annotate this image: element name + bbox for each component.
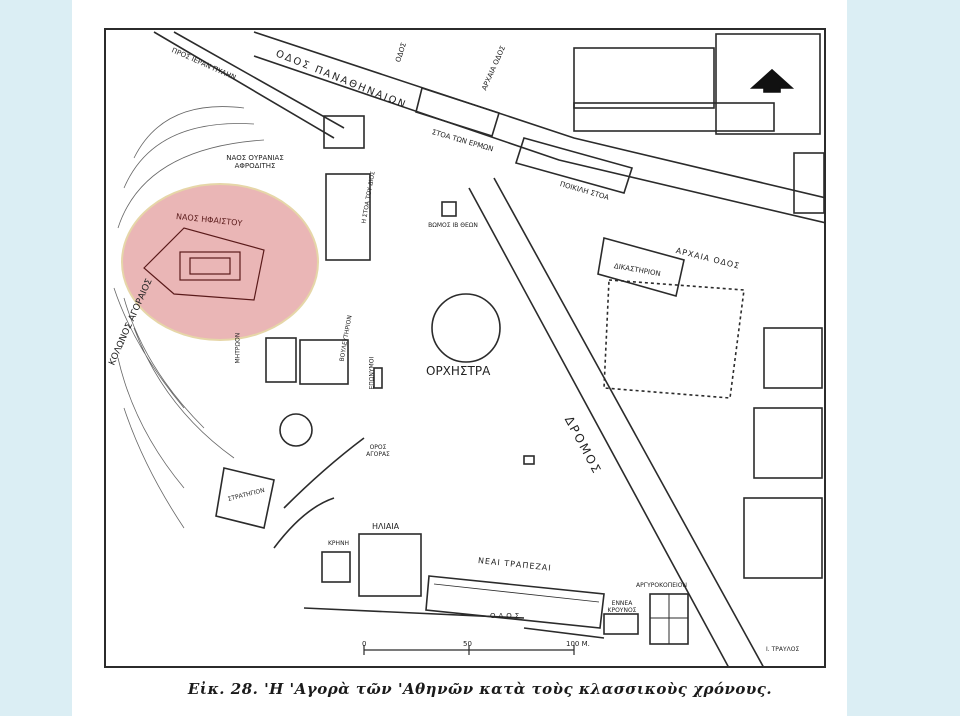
dromos-road-east (493, 177, 765, 668)
hephaisteion-cella (189, 257, 231, 275)
road-southwest (273, 437, 365, 549)
fountain-house-sw (321, 551, 351, 583)
hephaisteion-highlight (121, 183, 319, 341)
block-ne-2 (573, 47, 715, 109)
dikasterion (597, 236, 685, 297)
label-krini: ΚΡΗΝΗ (328, 540, 350, 547)
argyrokopeion-grid (650, 594, 688, 644)
heliaia (358, 533, 422, 597)
block-east-1 (573, 102, 775, 132)
neai-trapezai-stalls (433, 583, 600, 603)
dikasterion-enclosure (603, 279, 745, 399)
metroon (265, 337, 297, 383)
label-argyrokopeion: ΑΡΓΥΡΟΚΟΠΕΙΟΝ (636, 582, 688, 589)
block-east-3 (763, 327, 823, 389)
tholos (279, 413, 313, 447)
road-south (303, 607, 605, 639)
strategeion (215, 467, 275, 529)
label-odos-bottom: ΟΔΟΣ (490, 612, 523, 620)
hill-contours (113, 106, 265, 529)
panathenaic-way-edge-south (253, 55, 826, 224)
block-east-2 (793, 152, 825, 214)
label-vomos-ib-theon: ΒΩΜΟΣ ΙΒ ΘΕΩΝ (428, 222, 478, 229)
enneakrounos (603, 613, 639, 635)
panathenaic-way-edge-north (253, 31, 826, 199)
label-enneakrounos: ΕΝΝΕΑ ΚΡΟΥΝΟΣ (607, 600, 637, 614)
stoa-of-zeus (325, 173, 371, 261)
label-naos-ouranias-afroditis: ΝΑΟΣ ΟΥΡΑΝΙΑΣ ΑΦΡΟΔΙΤΗΣ (226, 154, 284, 170)
scale-tick-100: 100 Μ. (566, 640, 590, 648)
label-author: Ι. ΤΡΑΥΛΟΣ (766, 646, 800, 653)
poikile-stoa (514, 137, 634, 194)
marker-small-1 (523, 455, 535, 465)
figure-caption: Εἰκ. 28. 'Η 'Αγορὰ τῶν 'Αθηνῶν κατὰ τοὺς… (187, 680, 773, 698)
label-metroon: ΜΗΤΡΩΟΝ (234, 332, 242, 364)
agora-map (113, 31, 826, 668)
block-east-5 (743, 497, 823, 579)
marker-small-2 (373, 367, 383, 389)
neai-trapezai (425, 575, 605, 629)
road-to-sacred-gate (153, 31, 345, 139)
altar-twelve-gods (441, 201, 457, 217)
block-ne-1 (715, 33, 821, 135)
label-eponymoi: ΕΠΩΝΥΜΟΙ (368, 356, 376, 390)
hephaisteion-temple (179, 251, 241, 281)
scale-tick-50: 50 (463, 640, 472, 648)
label-orchistra: ΟΡΧΗΣΤΡΑ (426, 364, 491, 378)
scale-tick-0: 0 (362, 640, 367, 648)
hephaisteion-temenos (143, 227, 265, 301)
building-nw-small (323, 115, 365, 149)
north-arrow-icon (749, 68, 795, 93)
stoa-hermes (415, 86, 500, 138)
scale-bar (363, 645, 575, 655)
dromos-road-west (468, 187, 730, 668)
block-east-4 (753, 407, 823, 479)
label-oros-agoras: ΟΡΟΣ ΑΓΟΡΑΣ (366, 444, 390, 458)
bouleuterion (299, 339, 349, 385)
label-iliaia: ΗΛΙΑΙΑ (372, 522, 400, 531)
orchestra-circle (431, 293, 501, 363)
